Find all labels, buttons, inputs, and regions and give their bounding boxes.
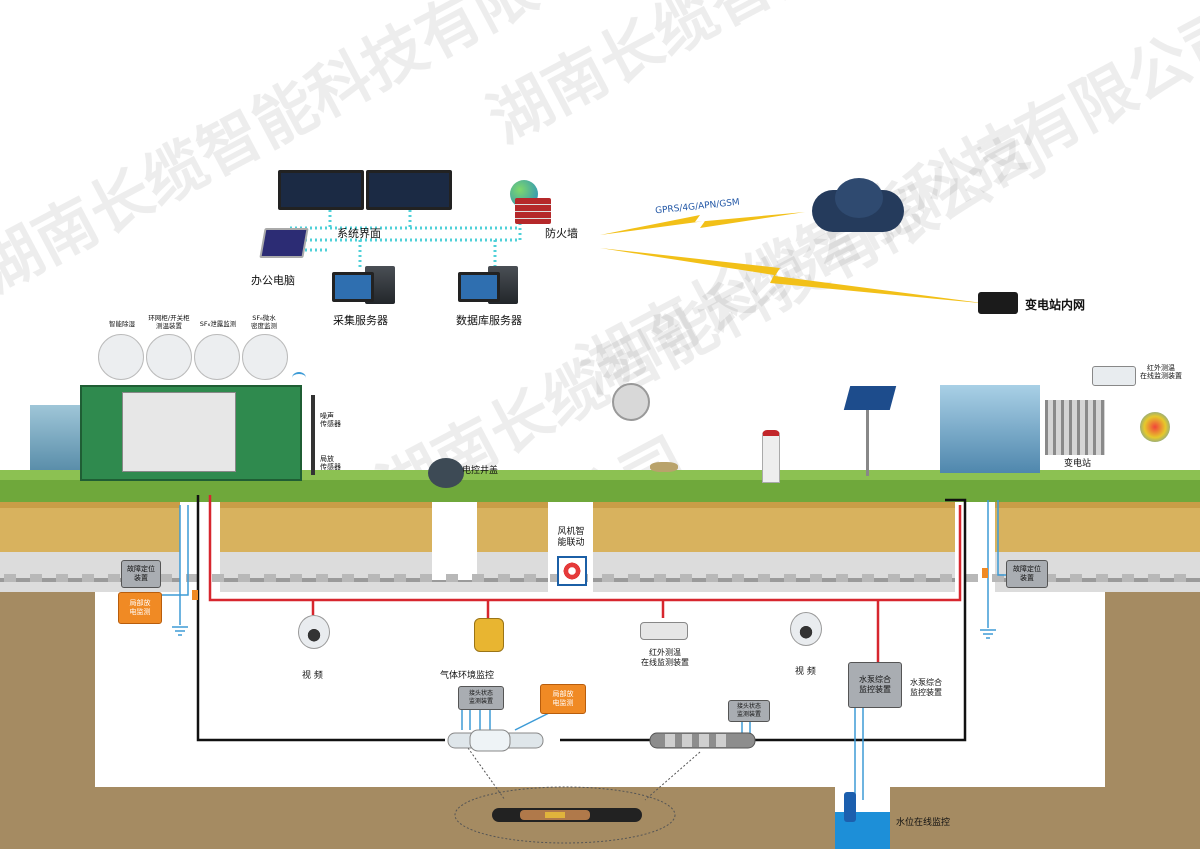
- sf6-leak-icon: [194, 334, 240, 380]
- substation-net-label: 变电站内网: [1025, 298, 1086, 312]
- partial-sensor-label: 局放 传感器: [320, 455, 341, 471]
- pump-monitor-box: 水泵综合 监控装置: [848, 662, 902, 708]
- solar-panel-icon: [843, 386, 897, 410]
- ui-monitor-left: [278, 170, 364, 210]
- solar-pole: [866, 410, 869, 476]
- server-monitor-icon: [458, 272, 500, 302]
- device2-label: 环网柜/开关柜 测温装置: [148, 314, 190, 330]
- sensor-base: [650, 462, 678, 472]
- joint-monitor-left: 接头状态 监测装置: [458, 686, 504, 710]
- transformer-icon: [1045, 400, 1105, 455]
- dome-camera-icon: [790, 612, 822, 646]
- partial-discharge-left: 局部放 电监测: [118, 592, 162, 624]
- bullet-camera-icon: [640, 622, 688, 640]
- collect-server-label: 采集服务器: [333, 314, 388, 327]
- device1-label: 智能除湿: [109, 320, 135, 328]
- infrared-top-label: 红外测温 在线监测装置: [1140, 364, 1182, 380]
- gas-detector-icon: [474, 618, 504, 652]
- sensor-pole: [311, 395, 315, 475]
- ui-monitor-right: [366, 170, 452, 210]
- wifi-icon: [292, 372, 306, 384]
- dome-camera-icon: [298, 615, 330, 649]
- temp-device-icon: [146, 334, 192, 380]
- manhole-cover-icon: [428, 458, 464, 488]
- office-pc-label: 办公电脑: [251, 274, 295, 287]
- switchgear-panel: [122, 392, 236, 472]
- partial-discharge-mid: 局部放 电监测: [540, 684, 586, 714]
- device3-label: SF₆泄露监测: [199, 320, 237, 328]
- cloud-icon: [835, 178, 883, 218]
- ui-label: 系统界面: [337, 227, 381, 240]
- water-pump-icon: [844, 792, 856, 822]
- video1-label: 视 频: [302, 671, 323, 681]
- substation-label: 变电站: [1064, 459, 1092, 469]
- db-server-label: 数据库服务器: [456, 314, 522, 327]
- marker-post: [762, 430, 780, 483]
- gas-label: 气体环境监控: [440, 671, 495, 681]
- fault-locator-left: 故障定位 装置: [121, 560, 161, 588]
- dehumidifier-icon: [98, 334, 144, 380]
- sensor-node-icon: [612, 383, 650, 421]
- pump-label: 水泵综合 监控装置: [910, 678, 942, 697]
- fault-locator-right: 故障定位 装置: [1006, 560, 1048, 588]
- water-level-label: 水位在线监控: [896, 818, 951, 828]
- thermal-image-icon: [1140, 412, 1170, 442]
- manhole-label: 电控井盖: [462, 466, 499, 476]
- server-monitor-icon: [332, 272, 374, 302]
- firewall-label: 防火墙: [545, 227, 578, 240]
- router-icon: [978, 292, 1018, 314]
- sf6-density-icon: [242, 334, 288, 380]
- fan-icon: [557, 556, 587, 586]
- fan-label: 风机智 能联动: [557, 527, 585, 548]
- substation-building: [940, 385, 1040, 473]
- infrared-label: 红外测温 在线监测装置: [641, 648, 689, 667]
- video2-label: 视 频: [795, 667, 816, 677]
- joint-monitor-right: 接头状态 监测装置: [728, 700, 770, 722]
- ir-camera-icon: [1092, 366, 1136, 386]
- laptop-icon: [259, 228, 309, 258]
- device4-label: SF₆微水 密度监测: [251, 314, 277, 330]
- noise-sensor-label: 噪声 传感器: [320, 412, 341, 428]
- firewall-icon: [515, 198, 551, 224]
